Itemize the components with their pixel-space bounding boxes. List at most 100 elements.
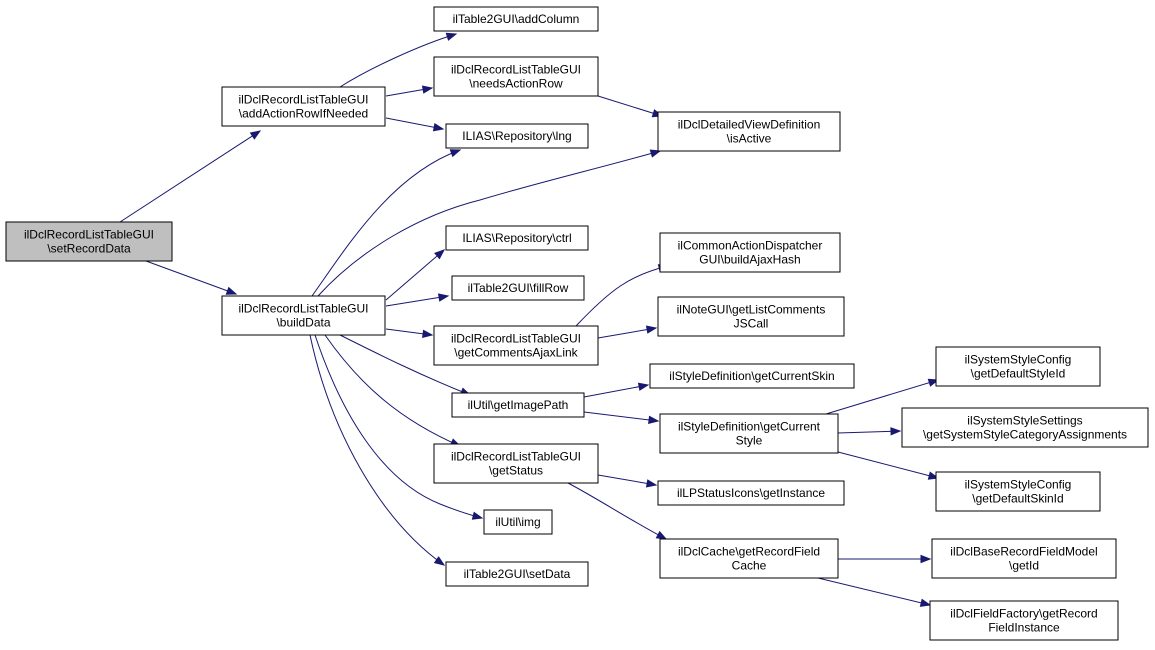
node-box <box>657 480 845 506</box>
arrowhead <box>437 293 450 302</box>
node-box <box>901 407 1149 448</box>
edge-line <box>567 482 667 540</box>
edge-n0-n2 <box>145 260 238 295</box>
edge-n12-n14 <box>583 411 660 425</box>
node-label: ilUtil\img <box>495 515 540 529</box>
function-node[interactable]: ilUtil\getImagePath <box>451 392 585 418</box>
edge-n2-n7 <box>385 249 446 301</box>
node-label: \isActive <box>727 132 772 146</box>
arrowhead <box>890 427 902 436</box>
node-label: \buildData <box>276 316 330 330</box>
node-label: Cache <box>732 559 767 573</box>
arrowhead <box>649 149 662 158</box>
edge-n1-n4 <box>385 85 434 97</box>
node-box <box>221 86 386 127</box>
function-node[interactable]: ilLPStatusIcons\getInstance <box>657 480 845 506</box>
function-node[interactable]: ilTable2GUI\setData <box>445 561 589 587</box>
edge-n18-n20 <box>567 482 668 540</box>
function-node[interactable]: ilCommonActionDispatcherGUI\buildAjaxHas… <box>659 232 841 273</box>
node-label: ilDclCache\getRecordField <box>678 545 820 559</box>
edge-n2-n6 <box>317 149 662 297</box>
edge-n14-n16 <box>837 427 902 436</box>
node-label: ilDclRecordListTableGUI <box>24 228 154 242</box>
arrowhead <box>471 511 484 520</box>
node-label: ilSystemStyleConfig <box>965 478 1072 492</box>
arrowhead <box>920 554 932 564</box>
edge-n2-n8 <box>385 293 450 307</box>
edge-line <box>385 295 449 307</box>
edge-line <box>597 95 663 117</box>
edge-n4-n6 <box>597 95 664 118</box>
node-box <box>483 509 553 535</box>
arrowhead <box>919 598 932 607</box>
function-node[interactable]: ilSystemStyleSettings\getSystemStyleCate… <box>901 407 1149 448</box>
arrowhead <box>648 415 660 425</box>
function-node[interactable]: ilDclBaseRecordFieldModel\getId <box>931 538 1117 579</box>
edge-n1-n5 <box>385 117 445 132</box>
function-node[interactable]: ilStyleDefinition\getCurrentSkin <box>649 363 855 389</box>
edge-line <box>583 411 659 422</box>
function-node[interactable]: ilDclRecordListTableGUI\addActionRowIfNe… <box>221 86 386 127</box>
node-label: \getDefaultSkinId <box>972 492 1063 506</box>
node-label: ilDclBaseRecordFieldModel <box>950 545 1097 559</box>
node-label: Style <box>736 434 763 448</box>
edge-line <box>339 33 457 88</box>
function-node[interactable]: ilSystemStyleConfig\getDefaultStyleId <box>935 346 1101 387</box>
node-label: ilCommonActionDispatcher <box>678 239 823 253</box>
node-label: ilDclRecordListTableGUI <box>451 332 581 346</box>
root-node[interactable]: ilDclRecordListTableGUI\setRecordData <box>5 221 173 262</box>
function-node[interactable]: ILIAS\Repository\lng <box>445 123 589 149</box>
node-label: ilTable2GUI\setData <box>464 567 571 581</box>
node-label: ilUtil\getImagePath <box>468 398 569 412</box>
function-node[interactable]: ilDclRecordListTableGUI\getStatus <box>433 443 599 484</box>
edge-line <box>837 430 901 434</box>
arrowhead <box>655 530 668 540</box>
edge-line <box>597 474 657 486</box>
node-box <box>445 561 589 587</box>
node-label: \getSystemStyleCategoryAssignments <box>923 428 1127 442</box>
arrowhead <box>432 123 445 132</box>
node-label: ilDclRecordListTableGUI <box>238 302 368 316</box>
function-node[interactable]: ilDclRecordListTableGUI\getCommentsAjaxL… <box>433 325 599 366</box>
function-node[interactable]: ilDclRecordListTableGUI\needsActionRow <box>433 56 599 97</box>
node-label: \needsActionRow <box>469 77 563 91</box>
arrowhead <box>645 325 658 334</box>
arrowhead <box>449 149 462 158</box>
node-box <box>445 123 589 149</box>
node-label: FieldInstance <box>988 621 1060 635</box>
node-label: \getStatus <box>489 464 543 478</box>
function-node[interactable]: ilTable2GUI\addColumn <box>433 6 599 32</box>
function-node[interactable]: ILIAS\Repository\ctrl <box>445 225 589 251</box>
node-label: \getDefaultStyleId <box>971 367 1066 381</box>
edge-line <box>817 577 931 606</box>
node-label: ilDclRecordListTableGUI <box>451 63 581 77</box>
node-label: \getId <box>1009 559 1039 573</box>
arrowhead <box>433 556 446 566</box>
edge-n1-n3 <box>339 32 458 88</box>
node-box <box>935 471 1101 512</box>
function-node[interactable]: ilDclRecordListTableGUI\buildData <box>221 295 386 336</box>
edge-line <box>317 150 661 297</box>
edge-line <box>311 149 461 297</box>
node-label: ilTable2GUI\fillRow <box>468 281 569 295</box>
node-label: ilNoteGUI\getListComments <box>677 303 826 317</box>
edge-n2-n23 <box>314 334 484 520</box>
function-node[interactable]: ilTable2GUI\fillRow <box>451 275 585 301</box>
edge-line <box>314 334 483 519</box>
function-node[interactable]: ilDclDetailedViewDefinition\isActive <box>657 111 841 152</box>
edge-n2-n9 <box>385 328 434 338</box>
node-box <box>445 225 589 251</box>
node-box <box>657 296 845 337</box>
edge-n12-n13 <box>583 382 650 398</box>
function-node[interactable]: ilSystemStyleConfig\getDefaultSkinId <box>935 471 1101 512</box>
edge-line <box>597 327 657 339</box>
function-node[interactable]: ilUtil\img <box>483 509 553 535</box>
edge-n9-n11 <box>597 325 658 339</box>
node-label: ilSystemStyleSettings <box>967 414 1082 428</box>
edge-n9-n10 <box>575 264 670 327</box>
edge-n0-n1 <box>119 130 262 223</box>
